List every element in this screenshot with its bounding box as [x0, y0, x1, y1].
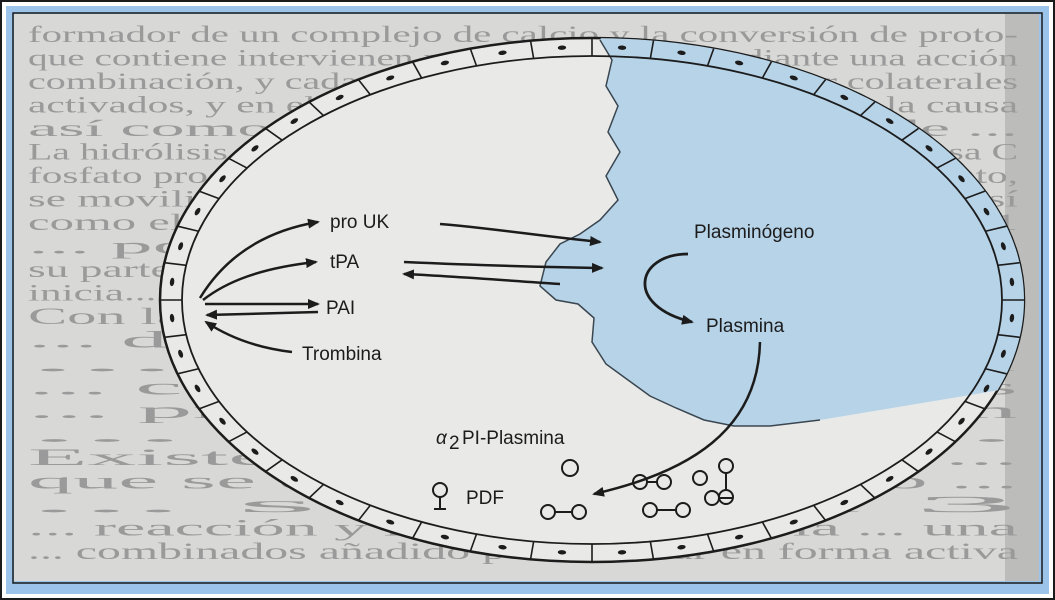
label-trombina: Trombina — [302, 344, 382, 365]
label-alpha2-symbol: α — [436, 428, 448, 449]
label-pdf: PDF — [466, 488, 504, 509]
label-tpa: tPA — [330, 252, 360, 273]
label-plasmina: Plasmina — [706, 316, 785, 337]
label-plasminogeno: Plasminógeno — [694, 222, 814, 243]
label-alpha2-subscript: 2 — [449, 433, 460, 454]
label-pai: PAI — [326, 298, 355, 319]
label-pi-plasmina: PI-Plasmina — [462, 428, 565, 449]
label-pro-uk: pro UK — [330, 212, 389, 233]
